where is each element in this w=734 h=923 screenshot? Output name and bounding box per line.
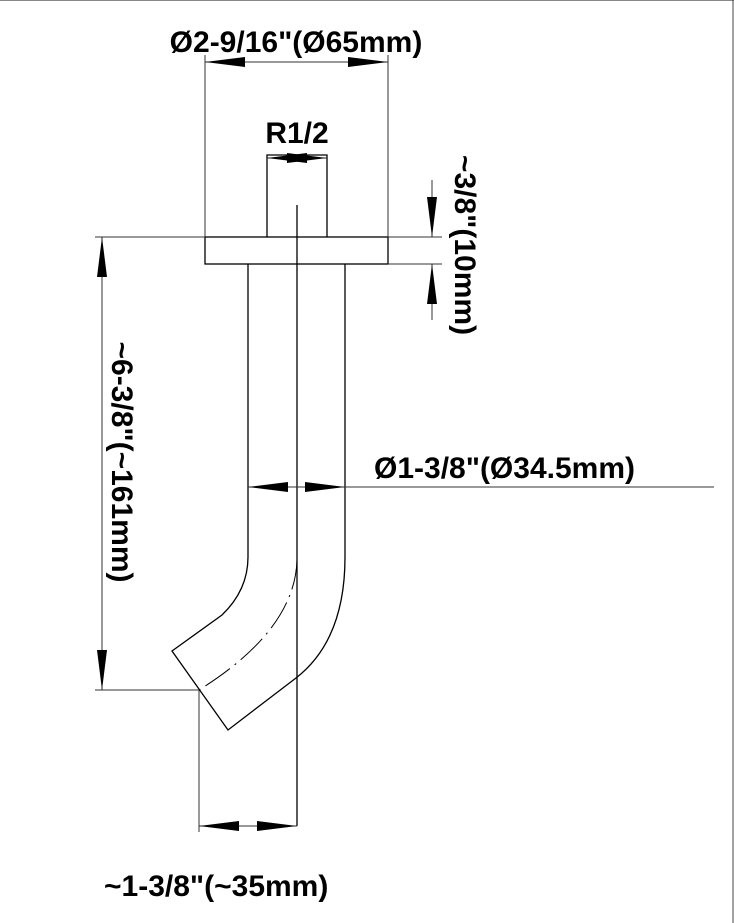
pipe-diameter-label: Ø1-3/8"(Ø34.5mm) [374,452,635,485]
outlet-offset-label: ~1-3/8"(~35mm) [104,870,328,903]
flange-thickness-dimension: ~3/8"(10mm) [388,155,481,335]
thread-label: R1/2 [265,117,328,150]
bent-centerline [198,559,298,691]
bent-pipe [171,264,346,731]
part-outline [171,154,389,826]
overall-height-dimension: ~6-3/8"(~161mm) [95,236,205,691]
outlet-offset-dimension: ~1-3/8"(~35mm) [104,690,328,903]
pipe-diameter-dimension: Ø1-3/8"(Ø34.5mm) [248,452,714,492]
thread-dimension: R1/2 [265,117,329,163]
overall-height-label: ~6-3/8"(~161mm) [105,341,138,582]
flange-diameter-label: Ø2-9/16"(Ø65mm) [170,26,423,59]
flange-diameter-dimension: Ø2-9/16"(Ø65mm) [170,26,423,237]
flange-thickness-label: ~3/8"(10mm) [448,155,481,335]
